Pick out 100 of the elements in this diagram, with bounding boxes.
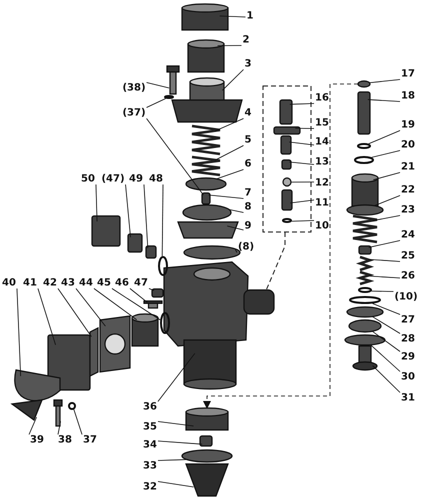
leader-line — [374, 195, 400, 206]
callout-number: 10 — [314, 220, 330, 232]
leader-line — [58, 288, 92, 338]
spring-part — [190, 124, 222, 156]
callout-number: 35 — [142, 422, 158, 432]
callout-number: 4 — [244, 108, 252, 118]
leader-line — [372, 330, 400, 352]
box-part — [273, 126, 301, 135]
callout-number: 17 — [400, 68, 416, 80]
spring-part — [356, 256, 374, 272]
cylinder-part — [181, 3, 229, 31]
box-part — [127, 233, 143, 253]
callout-number: 42 — [42, 278, 58, 288]
leader-line — [208, 194, 244, 199]
cone-part — [185, 463, 229, 497]
bolt-part — [143, 300, 163, 309]
leader-line — [289, 103, 314, 105]
leader-line — [372, 172, 400, 180]
callout-number: 26 — [400, 270, 416, 282]
ring-part — [68, 402, 76, 410]
leader-line — [368, 276, 400, 278]
callout-number: 49 — [128, 174, 144, 184]
ring-part — [160, 312, 170, 334]
leader-line — [73, 409, 82, 435]
callout-number: 48 — [148, 174, 164, 184]
box-part — [357, 91, 371, 135]
leader-line — [76, 288, 106, 326]
leader-line — [226, 226, 244, 230]
callout-number: 22 — [400, 184, 416, 196]
callout-number: 19 — [400, 120, 416, 130]
box-part — [281, 189, 293, 211]
box-part — [279, 99, 293, 125]
leader-line — [148, 288, 154, 291]
box-part — [281, 159, 292, 170]
dashed-arrow — [203, 84, 358, 409]
leader-line — [371, 290, 394, 292]
callout-number: 25 — [400, 250, 416, 262]
bolt-part — [53, 399, 63, 427]
callout-number: (8) — [236, 242, 256, 252]
cover-part — [171, 77, 243, 123]
leader-line — [290, 200, 314, 204]
callout-number: 8 — [244, 202, 252, 212]
spring-part — [190, 156, 222, 176]
leader-line — [372, 215, 400, 222]
leader-line — [294, 128, 314, 129]
callout-number: 44 — [78, 278, 94, 288]
ring-part — [158, 256, 168, 276]
callout-number: 31 — [400, 392, 416, 404]
leader-line — [158, 440, 203, 445]
leader-line — [234, 248, 238, 253]
callout-number: 36 — [142, 402, 158, 412]
leader-line — [372, 365, 400, 393]
leader-line — [371, 150, 400, 158]
leader-line — [367, 99, 400, 102]
callout-number: 47 — [133, 278, 149, 288]
leader-line — [228, 209, 244, 213]
cylinder-part — [185, 407, 229, 431]
callout-number: 2 — [242, 34, 250, 46]
housing-part — [163, 261, 275, 390]
leader-line — [58, 420, 61, 435]
leader-line — [144, 184, 148, 249]
callout-number: 16 — [314, 92, 330, 104]
leader-line — [222, 69, 244, 91]
callout-number: (38) — [121, 82, 147, 94]
callout-number: 40 — [1, 278, 17, 288]
callout-number: 37 — [82, 434, 98, 446]
leader-line — [372, 303, 400, 315]
leader-line — [291, 220, 314, 222]
leader-line — [368, 258, 400, 262]
box-part — [199, 435, 213, 447]
leader-line — [368, 240, 400, 248]
leader-line — [158, 421, 194, 426]
box-part — [280, 135, 292, 155]
callout-number: 15 — [314, 118, 330, 128]
leader-line — [158, 481, 194, 488]
callout-number: (47) — [100, 174, 126, 184]
leader-line — [219, 16, 246, 18]
box-part — [145, 245, 157, 259]
ball-part — [282, 177, 292, 187]
leader-line — [288, 162, 314, 165]
callout-number: 39 — [29, 434, 45, 446]
valve-part — [352, 345, 378, 371]
trapezoid-part — [177, 221, 239, 239]
callout-number: 28 — [400, 334, 416, 344]
leader-line — [217, 45, 242, 46]
leader-line — [370, 344, 400, 372]
leader-line — [146, 82, 170, 88]
leader-line — [125, 184, 131, 238]
callout-number: 7 — [244, 188, 252, 198]
callout-number: 41 — [22, 278, 38, 288]
callout-number: 1 — [246, 10, 254, 22]
callout-number: 43 — [60, 278, 76, 288]
ring-part — [349, 296, 381, 304]
callout-number: 13 — [314, 156, 330, 168]
leader-line — [162, 184, 164, 257]
callout-number: 38 — [57, 434, 73, 446]
disc-part — [346, 204, 384, 216]
disc-part — [182, 204, 232, 221]
cylinder-part — [187, 39, 225, 73]
disc-part — [357, 80, 371, 88]
